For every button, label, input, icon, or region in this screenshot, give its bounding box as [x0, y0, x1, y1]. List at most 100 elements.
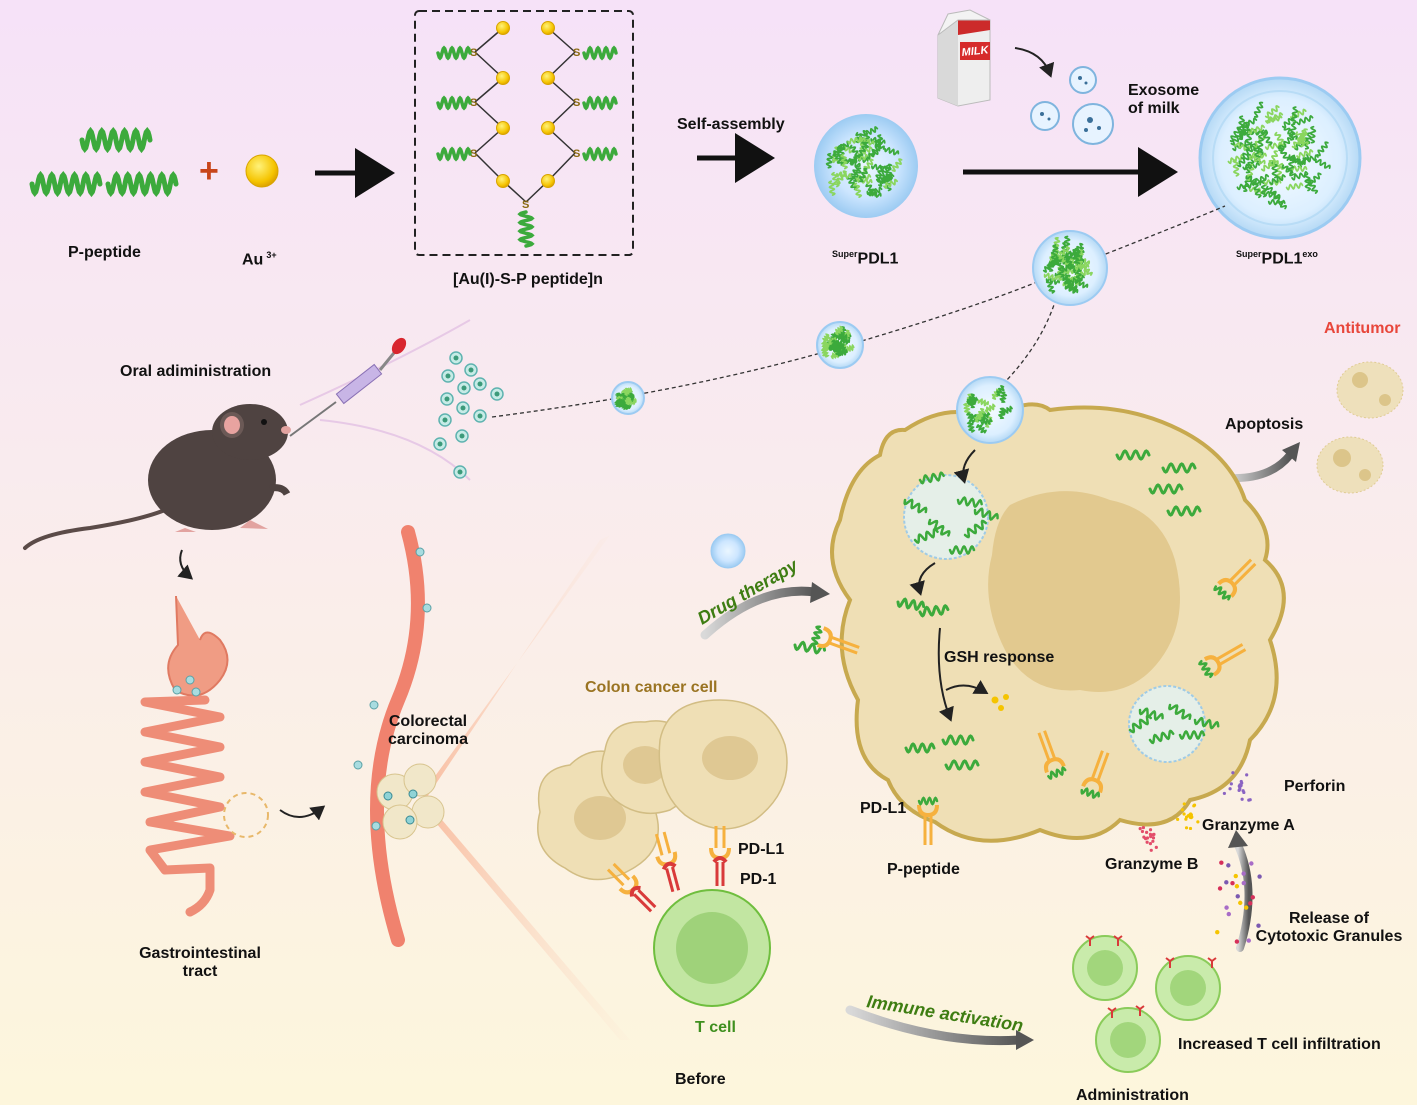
peptide-helix	[944, 759, 980, 771]
peptide-helix	[918, 603, 950, 618]
granule	[1180, 808, 1185, 812]
sulfur-label: S	[573, 47, 580, 59]
peptide-helix	[624, 396, 633, 406]
granule	[1242, 790, 1246, 795]
superpdl1-label: SuperPDL1	[832, 245, 898, 268]
pdl1-in-cell	[810, 558, 1257, 845]
granule	[1228, 787, 1232, 791]
milk-carton-label: MILK	[961, 44, 990, 59]
granule	[1143, 837, 1148, 841]
peptide-helix	[1307, 172, 1322, 187]
peptide-helix	[1308, 125, 1317, 144]
peptide-helix	[975, 424, 987, 434]
drug-therapy-arrowhead	[810, 582, 830, 603]
complex-box	[414, 10, 634, 256]
peptide-helix	[1269, 174, 1286, 186]
peptide-helix	[830, 171, 840, 188]
peptide-helix	[1290, 108, 1307, 120]
peptide-helix	[837, 140, 851, 153]
granule	[1245, 773, 1249, 777]
granule	[1246, 938, 1251, 943]
peptide-helix	[833, 331, 844, 341]
peptide-helix	[820, 341, 830, 352]
peptide-helix	[105, 170, 179, 198]
gold-atom	[541, 121, 555, 135]
granule	[1192, 804, 1196, 808]
pd1-receptor-head	[1113, 935, 1123, 941]
peptide-helix	[1161, 462, 1197, 474]
particle-core	[444, 396, 450, 402]
granule	[1148, 828, 1153, 832]
granule	[1240, 797, 1244, 801]
peptide-helix	[857, 176, 873, 185]
peptide-helix	[997, 407, 1006, 420]
peptide-helix	[883, 178, 898, 189]
arrow-mouse-to-gi	[177, 549, 194, 580]
peptide-helix	[849, 144, 862, 159]
superpdl1-sup: Super	[832, 249, 858, 259]
granule	[1222, 791, 1226, 796]
gsh-response-label: GSH response	[944, 649, 1055, 666]
granule	[1186, 814, 1190, 818]
peptide-helix	[1050, 251, 1058, 266]
peptide-helix	[1256, 134, 1265, 153]
activated-t-cells	[1072, 935, 1221, 1073]
peptide-helix	[1057, 262, 1066, 278]
superpdl1exo-exp: exo	[1302, 249, 1318, 259]
peptide-helix	[1148, 729, 1175, 745]
peptide-helix	[870, 163, 887, 172]
peptide-helix	[948, 544, 976, 556]
superpdl1exo-core	[1227, 101, 1331, 210]
peptide-helix	[1193, 716, 1220, 730]
peptide-helix	[846, 175, 858, 191]
peptide-helix	[880, 163, 893, 177]
peptide-helix	[1283, 126, 1298, 140]
peptide-helix	[1301, 154, 1319, 164]
particle-core	[453, 355, 459, 361]
sulfur-label: S	[470, 97, 477, 109]
antitumor-label: Antitumor	[1324, 320, 1401, 337]
granule	[1229, 782, 1233, 786]
gold-release-arrow	[945, 679, 989, 695]
pd1-receptor-head	[1165, 957, 1175, 963]
pd1-receptor-head	[1085, 935, 1095, 941]
pdl1-receptor	[1037, 730, 1067, 781]
peptide-helix	[436, 45, 472, 61]
peptide-helix	[891, 158, 903, 172]
peptide-helix	[582, 95, 618, 111]
granule	[1249, 861, 1254, 866]
gold-atom	[541, 174, 555, 188]
peptide-helix	[1242, 175, 1252, 193]
granule	[1239, 779, 1243, 784]
granule-release-arrowhead	[1228, 830, 1248, 848]
pdl1-receptor	[917, 796, 939, 845]
cell-p-peptide-label: P-peptide	[887, 861, 960, 878]
peptide-helix	[1290, 106, 1299, 124]
peptide-helix	[1247, 124, 1265, 135]
colorectal-line1: Colorectal	[388, 713, 468, 730]
peptide-helix	[79, 126, 153, 154]
granule	[1238, 900, 1243, 906]
peptide-helix	[1249, 155, 1266, 165]
peptide-helix	[1303, 173, 1312, 192]
peptide-helix	[1115, 449, 1151, 461]
peptide-helix	[1260, 159, 1278, 172]
peptide-helix	[828, 343, 839, 352]
pdl1-receptor	[1198, 643, 1247, 679]
superpdl1exo-particle	[1198, 76, 1362, 240]
exosome-line2: of milk	[1128, 100, 1180, 117]
drug-therapy-arrow	[700, 586, 820, 640]
gsh-arrow	[937, 627, 954, 722]
superpdl1-core	[825, 126, 903, 199]
granule	[1243, 905, 1249, 910]
peptide-helix	[1274, 131, 1287, 148]
granule	[1256, 923, 1261, 928]
colon-cancer-cell-label: Colon cancer cell	[585, 679, 718, 696]
peptide-helix	[1080, 787, 1100, 800]
before-label: Before	[675, 1071, 726, 1088]
peptide-helix	[1296, 148, 1314, 159]
peptide-helix	[1281, 164, 1297, 178]
granule	[1151, 839, 1155, 843]
peptide-helix	[1303, 132, 1312, 150]
granule	[1238, 783, 1242, 787]
